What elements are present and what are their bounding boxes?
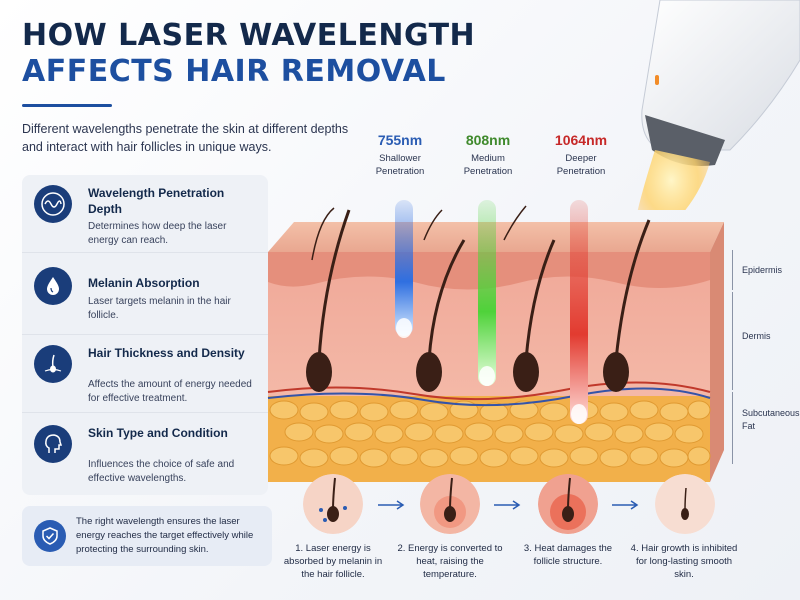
- factor-heading: Wavelength Penetration Depth: [88, 186, 225, 216]
- step-1-text: 1. Laser energy is absorbed by melanin i…: [283, 543, 383, 580]
- step-3-text: 3. Heat damages the follicle structure.: [523, 543, 613, 567]
- wavelength-desc2: Penetration: [375, 166, 425, 177]
- layer-label-epidermis: Epidermis: [742, 265, 783, 275]
- wave-icon: [34, 185, 72, 223]
- wavelength-name: 755nm: [377, 132, 423, 148]
- wavelength-1064: 1064nm Deeper Penetration: [536, 132, 626, 178]
- title-underline: [22, 104, 112, 107]
- arrow-right-icon: [612, 500, 639, 510]
- layer-label-dermis: Dermis: [742, 331, 771, 341]
- hair-icon: [34, 345, 72, 383]
- factor-heading: Skin Type and Condition: [88, 426, 228, 440]
- arrow-right-icon: [378, 500, 405, 510]
- wavelength-desc2: Penetration: [463, 166, 513, 177]
- wavelength-desc1: Medium: [471, 153, 505, 164]
- factor-desc: Influences the choice of safe and effect…: [88, 459, 235, 484]
- laser-handpiece-illustration: [637, 0, 800, 210]
- wavelength-755: 755nm Shallower Penetration: [355, 132, 445, 178]
- step-4-illustration: [655, 474, 715, 534]
- title-line-2: AFFECTS HAIR REMOVAL: [22, 54, 446, 89]
- protection-callout: The right wavelength ensures the laser e…: [22, 506, 272, 566]
- shield-check-icon: [34, 520, 66, 552]
- layer-label-subcutaneous: Subcutaneous: [742, 408, 800, 418]
- wavelength-desc1: Shallower: [379, 153, 421, 164]
- factor-desc: Affects the amount of energy needed for …: [88, 379, 252, 404]
- skin-cross-section: [267, 200, 724, 482]
- factor-wavelength-depth: Wavelength Penetration Depth Determines …: [22, 175, 268, 253]
- wavelength-desc2: Penetration: [556, 166, 606, 177]
- head-profile-icon: [34, 425, 72, 463]
- intro-text: Different wavelengths penetrate the skin…: [22, 122, 349, 154]
- title-line-1: HOW LASER WAVELENGTH: [22, 18, 476, 53]
- dermis-bracket: [732, 292, 733, 390]
- factor-heading: Melanin Absorption: [88, 276, 200, 290]
- fat-bracket: [732, 392, 733, 464]
- page-title: HOW LASER WAVELENGTH AFFECTS HAIR REMOVA…: [22, 18, 475, 90]
- wavelength-808: 808nm Medium Penetration: [443, 132, 533, 178]
- factor-heading: Hair Thickness and Density: [88, 346, 245, 360]
- factor-desc: Determines how deep the laser energy can…: [88, 221, 227, 246]
- droplet-icon: [34, 267, 72, 305]
- step-2-illustration: [420, 474, 480, 534]
- step-3-illustration: [538, 474, 598, 534]
- factor-hair-thickness: Hair Thickness and Density Affects the a…: [22, 335, 268, 413]
- step-2-text: 2. Energy is converted to heat, raising …: [397, 543, 503, 580]
- wavelength-desc1: Deeper: [565, 153, 597, 164]
- callout-text: The right wavelength ensures the laser e…: [76, 516, 254, 555]
- layer-label-fat: Fat: [742, 421, 756, 431]
- arrow-right-icon: [494, 500, 521, 510]
- wavelength-name: 808nm: [465, 132, 511, 148]
- step-4-text: 4. Hair growth is inhibited for long-las…: [630, 543, 738, 580]
- factors-panel: Wavelength Penetration Depth Determines …: [22, 175, 268, 495]
- factor-desc: Laser targets melanin in the hair follic…: [88, 296, 231, 321]
- wavelength-name: 1064nm: [554, 132, 608, 148]
- factor-melanin-absorption: Melanin Absorption Laser targets melanin…: [22, 257, 268, 335]
- step-1-illustration: [303, 474, 363, 534]
- factor-skin-type: Skin Type and Condition Influences the c…: [22, 415, 268, 493]
- epidermis-bracket: [732, 250, 733, 290]
